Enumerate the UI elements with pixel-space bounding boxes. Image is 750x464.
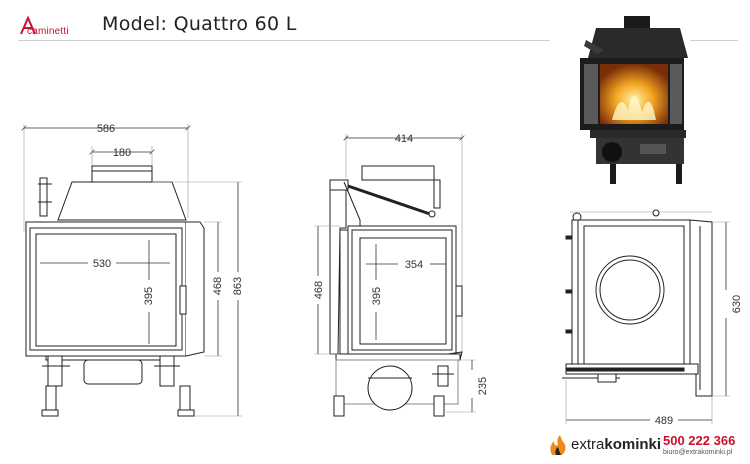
- front-glass-height-label: 395: [143, 287, 155, 305]
- top-depth-label: 630: [731, 295, 743, 313]
- footer-brand-suffix: kominki: [604, 436, 662, 453]
- side-body-height-label: 468: [313, 281, 325, 299]
- footer-email[interactable]: biuro@extrakominki.pl: [663, 449, 733, 456]
- top-view-labels: 630 489: [655, 295, 743, 427]
- brand-name: caminetti: [27, 26, 69, 37]
- side-glass-width-label: 354: [405, 259, 423, 271]
- front-total-height-label: 863: [232, 277, 244, 295]
- flame-logo-icon: [550, 435, 566, 455]
- flue-diameter-label: 180: [113, 147, 131, 159]
- top-view: [562, 209, 730, 424]
- page-title: Model: Quattro 60 L: [102, 13, 297, 35]
- air-intake-height-label: 235: [477, 377, 489, 395]
- footer-phone[interactable]: 500 222 366: [663, 433, 736, 448]
- footer-brand: extrakominki: [571, 436, 661, 453]
- front-view-labels: 586 180 530 395 468 863: [93, 123, 244, 305]
- side-depth-label: 414: [395, 133, 413, 145]
- header-divider-right: [690, 40, 738, 41]
- product-photo: [580, 16, 688, 184]
- top-width-label: 489: [655, 415, 673, 427]
- header-divider: [18, 40, 550, 41]
- front-body-height-label: 468: [212, 277, 224, 295]
- front-glass-width-label: 530: [93, 258, 111, 270]
- front-view: [24, 124, 242, 417]
- front-width-label: 586: [97, 123, 115, 135]
- side-view: [314, 134, 476, 417]
- caminetti-logo-icon: [20, 15, 36, 35]
- side-glass-height-label: 395: [371, 287, 383, 305]
- footer-brand-prefix: extra: [571, 436, 605, 453]
- side-view-labels: 414 354 395 468 235: [313, 133, 489, 395]
